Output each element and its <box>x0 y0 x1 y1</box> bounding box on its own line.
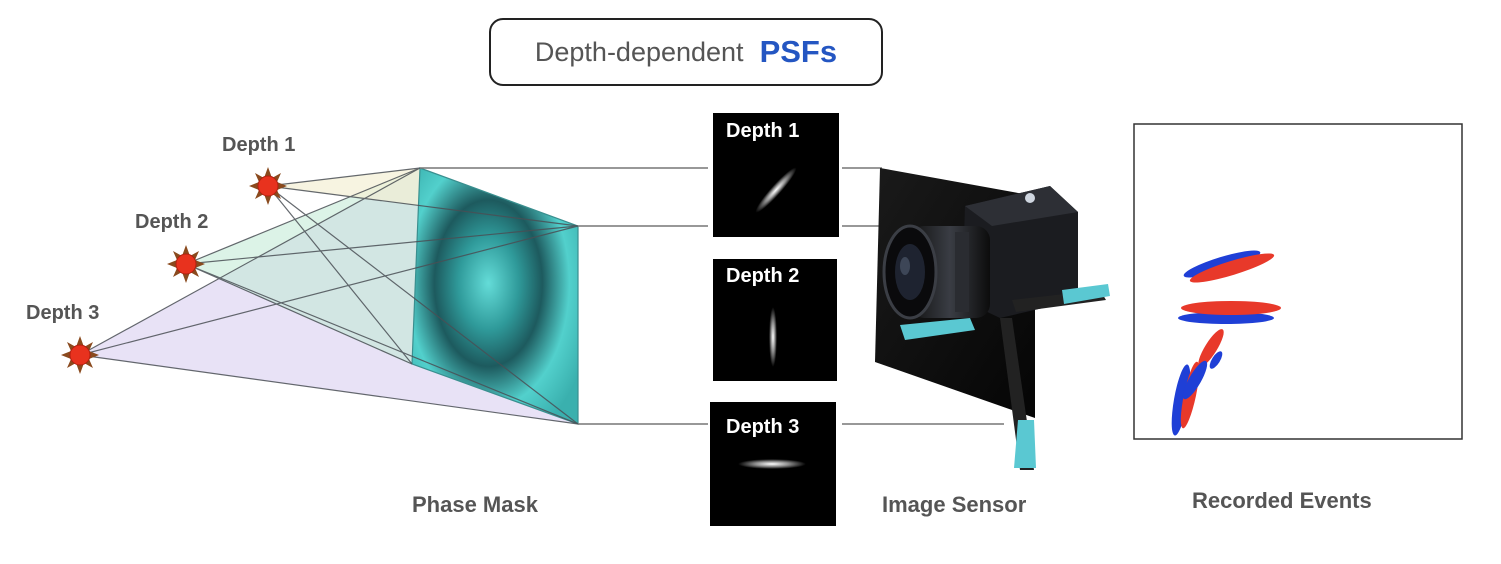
sun-core <box>69 344 91 366</box>
psf-panel-depth-1 <box>713 113 839 237</box>
recorded-events-panel <box>1133 123 1463 440</box>
psf-panel-depth-2 <box>713 259 837 381</box>
event-blob <box>1171 364 1191 436</box>
camera <box>882 186 1110 470</box>
event-blob <box>1181 301 1281 315</box>
psf-panel-depth-3 <box>710 402 836 526</box>
tripod-leg <box>1062 284 1110 304</box>
image-sensor <box>875 168 1110 470</box>
caption-phase-mask: Phase Mask <box>412 492 538 517</box>
caption-recorded-events: Recorded Events <box>1192 488 1372 513</box>
event-blob <box>1198 329 1224 367</box>
psf-label-depth-2: Depth 2 <box>726 265 800 287</box>
source-label-depth-3: Depth 3 <box>26 302 100 324</box>
sun-core <box>257 175 279 197</box>
sun-core <box>175 253 197 275</box>
psf-label-depth-3: Depth 3 <box>726 416 800 438</box>
event-blob <box>1182 360 1208 400</box>
source-depth-3 <box>61 336 99 374</box>
psf-label-depth-1: Depth 1 <box>726 120 800 142</box>
event-blob <box>1189 253 1275 283</box>
caption-image-sensor: Image Sensor <box>882 492 1027 517</box>
psf-spot <box>755 167 797 213</box>
source-label-depth-1: Depth 1 <box>222 134 296 156</box>
event-blob <box>1178 312 1274 324</box>
connector-lines <box>420 167 1004 425</box>
tripod-leg <box>900 318 975 340</box>
title-box: Depth-dependent PSFs <box>489 18 883 86</box>
source-depth-1 <box>249 167 287 205</box>
title-text: Depth-dependent <box>534 36 744 67</box>
tripod-leg <box>1014 420 1036 468</box>
rays <box>79 167 579 425</box>
source-label-depth-2: Depth 2 <box>135 211 209 233</box>
psf-spot <box>769 307 777 367</box>
source-depth-2 <box>167 245 205 283</box>
title-accent: PSFs <box>759 34 838 69</box>
psf-spot <box>738 459 806 469</box>
event-blob <box>1209 351 1223 369</box>
